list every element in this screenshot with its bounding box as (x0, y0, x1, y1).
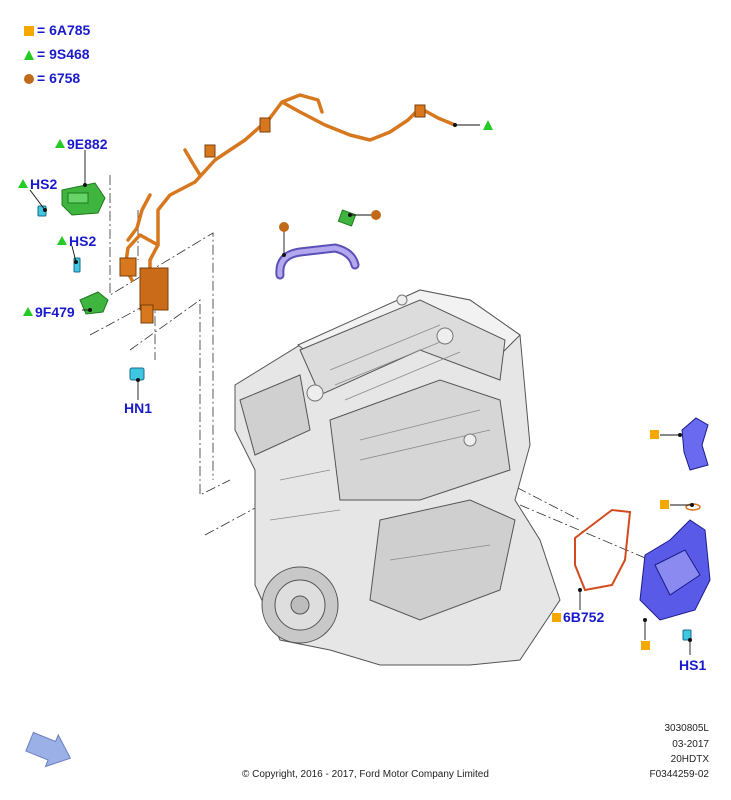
breather-tube-part (275, 243, 360, 280)
triangle-icon (55, 139, 65, 148)
triangle-marker (483, 120, 493, 130)
triangle-icon (24, 50, 34, 60)
harness-connector-block (119, 104, 426, 324)
navigation-arrow-icon[interactable] (23, 726, 77, 774)
callout-label: HS2 (69, 233, 97, 249)
square-marker (650, 430, 659, 439)
bracket-9f479-part (79, 291, 109, 315)
revision-date: 03-2017 (672, 739, 709, 750)
callout-9f479[interactable]: 9F479 (23, 304, 75, 320)
legend-code: 9S468 (49, 46, 90, 62)
reference-number: 3030805L (664, 723, 710, 734)
engine-block (234, 289, 561, 666)
callout-hn1[interactable]: HN1 (124, 400, 152, 416)
callout-label: HS1 (679, 657, 707, 673)
legend-code: 6A785 (49, 22, 91, 38)
bracket-9e882-part (61, 182, 106, 216)
callout-hs1[interactable]: HS1 (679, 657, 706, 673)
sensor-green-part (337, 209, 357, 227)
legend-row-circle: = 6758 (24, 70, 80, 86)
circle-marker (279, 222, 289, 232)
square-marker (660, 500, 669, 509)
callout-label: 9E882 (67, 136, 108, 152)
copyright-text: © Copyright, 2016 - 2017, Ford Motor Com… (242, 769, 489, 780)
callout-6b752[interactable]: 6B752 (552, 609, 604, 625)
legend-separator: = (37, 22, 46, 38)
triangle-icon (23, 307, 33, 316)
vehicle-code: 20HDTX (670, 754, 709, 765)
front-cover-part (639, 417, 711, 621)
callout-label: 9F479 (35, 304, 75, 320)
callout-hs2-top[interactable]: HS2 (18, 176, 57, 192)
triangle-icon (18, 179, 28, 188)
legend-code: 6758 (49, 70, 81, 86)
callout-markers (279, 120, 669, 650)
legend-row-triangle: = 9S468 (24, 46, 90, 62)
callout-label: HS2 (30, 176, 58, 192)
wiring-harness (123, 93, 457, 302)
callout-9e882[interactable]: 9E882 (55, 136, 107, 152)
callout-label: 6B752 (563, 609, 605, 625)
leader-lines (29, 124, 692, 655)
square-marker (641, 641, 650, 650)
triangle-icon (57, 236, 67, 245)
gasket-6b752-part (574, 508, 632, 592)
circle-icon (24, 74, 34, 84)
legend-separator: = (37, 70, 46, 86)
legend-separator: = (37, 46, 46, 62)
legend-row-square: = 6A785 (24, 22, 90, 38)
callout-label: HN1 (124, 400, 153, 416)
leader-dots (43, 123, 694, 642)
circle-marker (371, 210, 381, 220)
callout-hs2-mid[interactable]: HS2 (57, 233, 96, 249)
square-icon (24, 26, 34, 36)
square-icon (552, 613, 561, 622)
figure-id: F0344259-02 (649, 769, 710, 780)
